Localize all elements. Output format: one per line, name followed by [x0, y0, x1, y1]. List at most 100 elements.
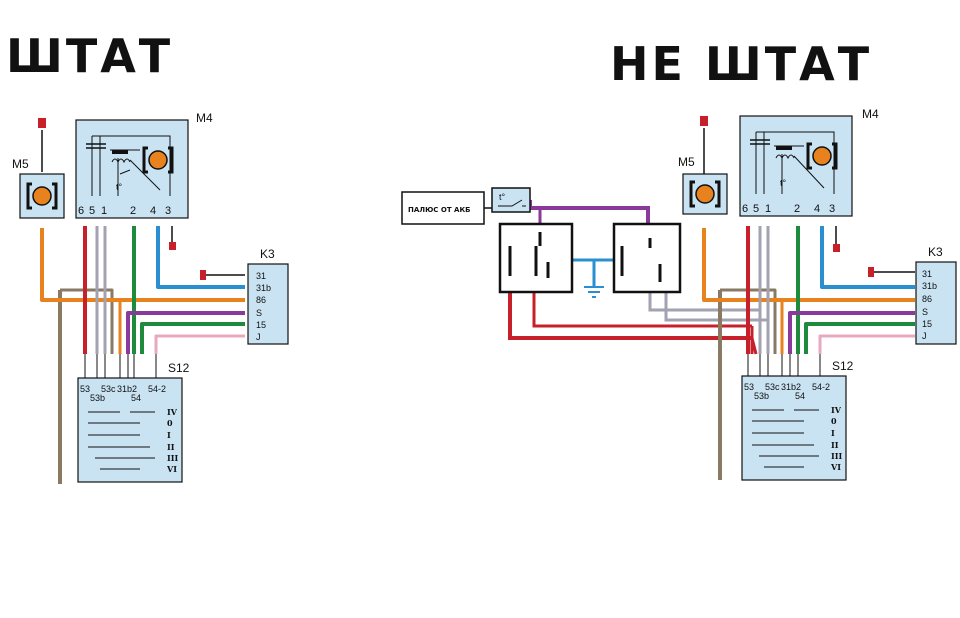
s12-pos-iii: III — [167, 453, 178, 463]
s12-pos-i: I — [167, 430, 171, 440]
thermo-switch-box — [491, 187, 531, 213]
m4-thermo: t° — [116, 182, 123, 192]
k3-term-86: 86 — [256, 295, 266, 305]
m5-label-r: M5 — [678, 155, 695, 169]
k3-term-86-r: 86 — [922, 294, 932, 304]
m5-power-terminal-r — [700, 116, 708, 126]
s12-position-labels-r: IV 0 I II III VI — [830, 405, 842, 472]
right-diagram: M5 M4 t° 6 5 1 2 4 3 K3 31 31b 86 S 15 — [678, 107, 957, 481]
s12-term-54: 54 — [131, 393, 141, 403]
m4-coil-bar-r — [776, 146, 792, 150]
wire-orange-86-r — [702, 228, 915, 302]
k3-term-31-r: 31 — [922, 269, 932, 279]
wire-purple-s-r — [788, 311, 915, 354]
k3-term-s: S — [256, 308, 262, 318]
thermo-switch-label: t° — [499, 192, 506, 202]
k3-connector-box — [247, 263, 289, 345]
s12-term-31b2-r: 31b2 — [781, 382, 801, 392]
s12-label: S12 — [168, 361, 190, 375]
m5-label: M5 — [12, 157, 29, 171]
s12-pos-ii-r: II — [831, 440, 839, 450]
s12-label-r: S12 — [832, 359, 854, 373]
k3-term-31b: 31b — [256, 283, 271, 293]
s12-pos-0-r: 0 — [831, 416, 837, 426]
s12-pos-ii: II — [167, 442, 175, 452]
m4-thermo-r: t° — [780, 178, 787, 188]
s12-term-54-2-r: 54-2 — [812, 382, 830, 392]
m4-pin-5: 5 — [89, 205, 95, 217]
m4-pin-2: 2 — [130, 205, 136, 217]
wire-pink-j-r — [818, 334, 915, 354]
s12-switch-box-r — [741, 375, 847, 481]
k3-terminal-labels: 31 31b 86 S 15 J — [256, 271, 271, 342]
relay-2-pins — [620, 238, 662, 282]
m4-pin-labels-r: 6 5 1 2 4 3 — [742, 203, 835, 215]
ground-symbol — [584, 286, 604, 298]
s12-switch-box — [77, 377, 183, 483]
s12-pos-iii-r: III — [831, 451, 842, 461]
relay-section: ПАЛЮС ОТ АКБ t° — [401, 187, 768, 340]
wire-grey-relay2-b — [664, 292, 768, 322]
relay-2-box — [612, 222, 682, 294]
m4-pin-1-r: 1 — [765, 203, 771, 215]
m4-pin-6: 6 — [78, 205, 84, 217]
s12-pos-i-r: I — [831, 428, 835, 438]
wire-orange-86 — [40, 228, 245, 302]
wire-red-relay-out — [508, 290, 752, 340]
wire-green-15 — [140, 322, 245, 354]
left-diagram: M5 M4 t° 6 5 1 2 4 3 K3 31 31b 86 S 1 — [12, 111, 289, 484]
wire-red-relay-out2 — [532, 290, 752, 328]
k3-ground-terminal — [200, 270, 206, 280]
m4-pin-4-r: 4 — [814, 203, 820, 215]
wire-grey-relay2-a — [648, 292, 760, 312]
s12-contact-lines — [88, 411, 155, 470]
right-wires — [702, 128, 915, 480]
s12-pos-vi-r: VI — [830, 462, 841, 472]
title-standard: ШТАТ — [6, 29, 173, 83]
wire-blue-31b — [156, 226, 245, 289]
s12-term-54-2: 54-2 — [148, 384, 166, 394]
wire-brown-k3-r — [720, 288, 777, 354]
m4-label-r: M4 — [862, 107, 879, 121]
s12-contact-lines-r — [752, 409, 819, 468]
s12-arrows — [84, 354, 157, 378]
s12-pos-0: 0 — [167, 418, 173, 428]
m4-ground-terminal-r — [833, 244, 840, 252]
wire-pink-j — [154, 334, 245, 354]
k3-term-15: 15 — [256, 320, 266, 330]
k3-ground-terminal-r — [868, 267, 874, 277]
s12-pos-vi: VI — [166, 464, 177, 474]
s12-term-31b2: 31b2 — [117, 384, 137, 394]
m4-pin-labels: 6 5 1 2 4 3 — [78, 205, 171, 217]
s12-terminal-labels-r: 53 53b 53c 31b2 54 54-2 — [744, 382, 830, 401]
s12-term-53c-r: 53c — [765, 382, 780, 392]
m4-pin-5-r: 5 — [753, 203, 759, 215]
s12-term-53-r: 53 — [744, 382, 754, 392]
m4-label: M4 — [196, 111, 213, 125]
m5-power-terminal — [38, 118, 46, 128]
m4-pin-2-r: 2 — [794, 203, 800, 215]
m4-pin-1: 1 — [101, 205, 107, 217]
k3-term-j: J — [256, 332, 261, 342]
s12-term-53b: 53b — [90, 393, 105, 403]
s12-term-53b-r: 53b — [754, 391, 769, 401]
k3-label: K3 — [260, 247, 275, 261]
k3-term-j-r: J — [922, 331, 927, 341]
k3-term-31: 31 — [256, 271, 266, 281]
k3-term-s-r: S — [922, 307, 928, 317]
s12-pos-iv: IV — [167, 407, 178, 417]
s12-term-53: 53 — [80, 384, 90, 394]
k3-terminal-labels-r: 31 31b 86 S 15 J — [922, 269, 937, 341]
wire-purple-s — [126, 311, 245, 354]
wire-blue-31b-r — [820, 226, 915, 289]
thermo-switch-contact — [498, 199, 526, 207]
wire-green-15-r — [804, 322, 915, 354]
s12-arrows-r — [747, 354, 821, 376]
s12-terminal-labels: 53 53b 53c 31b2 54 54-2 — [80, 384, 166, 403]
m4-pin-6-r: 6 — [742, 203, 748, 215]
s12-term-53c: 53c — [101, 384, 116, 394]
s12-position-labels: IV 0 I II III VI — [166, 407, 178, 474]
s12-term-54-r: 54 — [795, 391, 805, 401]
